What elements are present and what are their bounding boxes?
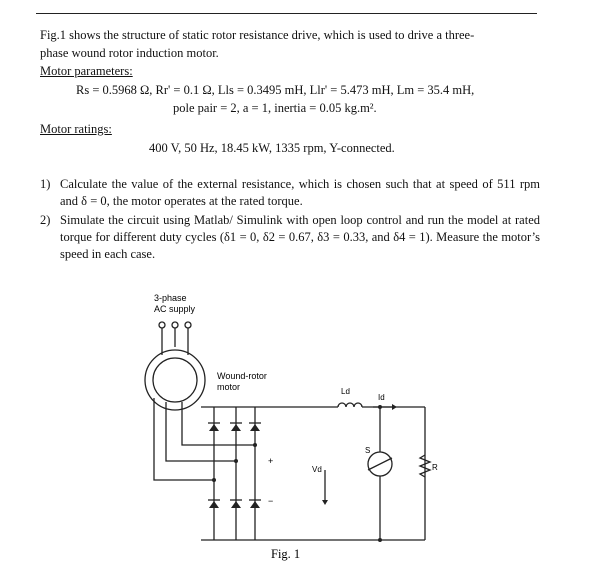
motor-ratings-heading: Motor ratings: <box>40 122 112 136</box>
current-label: Id <box>378 393 385 402</box>
inductor-coil <box>337 402 363 408</box>
motor-parameters-heading: Motor parameters: <box>40 64 133 78</box>
question-number: 1) <box>40 177 51 191</box>
question-item: 1) Calculate the value of the external r… <box>40 176 540 210</box>
resistor <box>418 454 432 478</box>
motor-label-line-2: motor <box>217 382 240 392</box>
diode-lower <box>250 501 260 508</box>
question-text: Calculate the value of the external resi… <box>60 177 540 208</box>
switch-label: S <box>365 446 370 455</box>
figure-caption: Fig. 1 <box>271 547 300 561</box>
motor-stator <box>144 349 206 411</box>
motor-label-line-1: Wound-rotor <box>217 371 267 381</box>
question-list: 1) Calculate the value of the external r… <box>40 176 540 263</box>
inductor-label: Ld <box>341 387 350 396</box>
negative-sign: − <box>268 496 273 506</box>
diode-upper <box>250 424 260 431</box>
top-rule <box>36 13 537 14</box>
positive-sign: + <box>268 456 273 466</box>
question-number: 2) <box>40 213 51 227</box>
motor-rotor <box>152 357 198 403</box>
supply-label-line-2: AC supply <box>154 304 196 314</box>
supply-terminal <box>158 321 166 329</box>
supply-terminal <box>171 321 179 329</box>
resistor-label: R <box>432 463 438 472</box>
diode-lower <box>209 501 219 508</box>
motor-parameters-line-1: Rs = 0.5968 Ω, Rr' = 0.1 Ω, Lls = 0.3495… <box>76 83 475 97</box>
diode-upper <box>209 424 219 431</box>
motor-parameters-line-2: pole pair = 2, a = 1, inertia = 0.05 kg.… <box>173 101 377 115</box>
motor-ratings-value: 400 V, 50 Hz, 18.45 kW, 1335 rpm, Y-conn… <box>149 141 395 155</box>
question-item: 2) Simulate the circuit using Matlab/ Si… <box>40 212 540 263</box>
question-text: Simulate the circuit using Matlab/ Simul… <box>60 213 540 261</box>
supply-terminal <box>184 321 192 329</box>
voltage-label: Vd <box>312 465 322 474</box>
diode-upper <box>231 424 241 431</box>
supply-label-line-1: 3-phase <box>154 293 187 303</box>
intro-line-1: Fig.1 shows the structure of static roto… <box>40 28 475 42</box>
intro-line-2: phase wound rotor induction motor. <box>40 46 219 60</box>
diode-lower <box>231 501 241 508</box>
